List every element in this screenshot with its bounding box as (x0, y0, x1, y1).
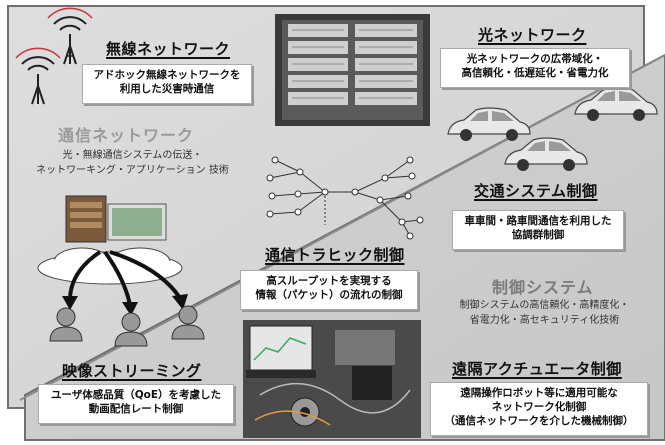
antenna-icon (47, 7, 93, 65)
video-desc-line: 動画配信レート制御 (88, 403, 184, 415)
traffic-system-title: 交通システム制御 (474, 182, 598, 200)
wireless-title: 無線ネットワーク (106, 40, 231, 58)
remote-actuator-desc-line: 遠隔操作ロボット等に適用可能な (460, 387, 618, 399)
traffic-control-desc-panel: 高スループットを実現する 情報（パケット）の流れの制御 (240, 270, 418, 310)
wireless-desc-line: 利用した災害時通信 (119, 83, 215, 95)
control-system-panel (24, 53, 665, 441)
stream-arrows (68, 250, 182, 306)
arrowheads (62, 294, 188, 316)
optical-desc-panel: 光ネットワークの広帯域化・ 高信頼化・低遅延化・省電力化 (440, 48, 630, 88)
video-desc-panel: ユーザ体感品質（QoE）を考慮した 動画配信レート制御 (38, 384, 234, 424)
remote-actuator-title: 遠隔アクチュエータ制御 (452, 360, 622, 378)
traffic-system-desc-line: 車車間・路車間通信を利用した (464, 215, 612, 227)
wireless-desc-panel: アドホック無線ネットワークを 利用した災害時通信 (82, 64, 252, 104)
optical-desc-line: 光ネットワークの広帯域化・ (466, 53, 604, 65)
traffic-control-desc-line: 高スループットを実現する (266, 275, 392, 287)
traffic-system-desc-line: 協調群制御 (511, 229, 565, 241)
control-system-title: 制御システム (492, 278, 594, 297)
traffic-control-desc-line: 情報（パケット）の流れの制御 (255, 289, 403, 301)
control-system-desc-line: 省電力化・高セキュリティ化技術 (469, 315, 620, 326)
server-rack-photo (275, 14, 430, 126)
user-icon (171, 305, 205, 340)
remote-actuator-desc-line: （通信ネットワークを介した機械制御） (444, 415, 634, 427)
control-system-desc: 制御システムの高信頼化・高精度化・ 省電力化・高セキュリティ化技術 (432, 298, 657, 328)
video-server-icon (65, 195, 167, 243)
lab-photo (243, 320, 421, 438)
comm-network-title: 通信ネットワーク (58, 126, 195, 145)
traffic-system-desc-panel: 車車間・路車間通信を利用した 協調群制御 (452, 210, 624, 250)
control-system-desc-line: 制御システムの高信頼化・高精度化・ (459, 300, 630, 311)
comm-network-desc-line: 光・無線通信システムの伝送・ (62, 150, 203, 161)
user-icon (114, 312, 148, 347)
video-desc-line: ユーザ体感品質（QoE）を考慮した (50, 389, 222, 401)
car-icon (504, 137, 588, 171)
comm-network-desc-line: ネットワーキング・アプリケーション 技術 (36, 165, 229, 176)
antenna-icon (15, 47, 61, 105)
remote-actuator-desc-line: ネットワーク化制御 (491, 401, 587, 413)
optical-desc-line: 高信頼化・低遅延化・省電力化 (461, 67, 609, 79)
remote-actuator-desc-panel: 遠隔操作ロボット等に適用可能な ネットワーク化制御 （通信ネットワークを介した機… (430, 382, 648, 436)
wireless-desc-line: アドホック無線ネットワークを (93, 69, 241, 81)
car-icon (574, 87, 658, 121)
optical-title: 光ネットワーク (478, 26, 587, 44)
video-title: 映像ストリーミング (62, 362, 202, 380)
user-icon (49, 307, 83, 342)
traffic-control-title: 通信トラヒック制御 (265, 246, 405, 264)
traffic-network-nodes (266, 156, 424, 240)
comm-network-desc: 光・無線通信システムの伝送・ ネットワーキング・アプリケーション 技術 (10, 148, 255, 178)
car-icon (447, 107, 531, 141)
